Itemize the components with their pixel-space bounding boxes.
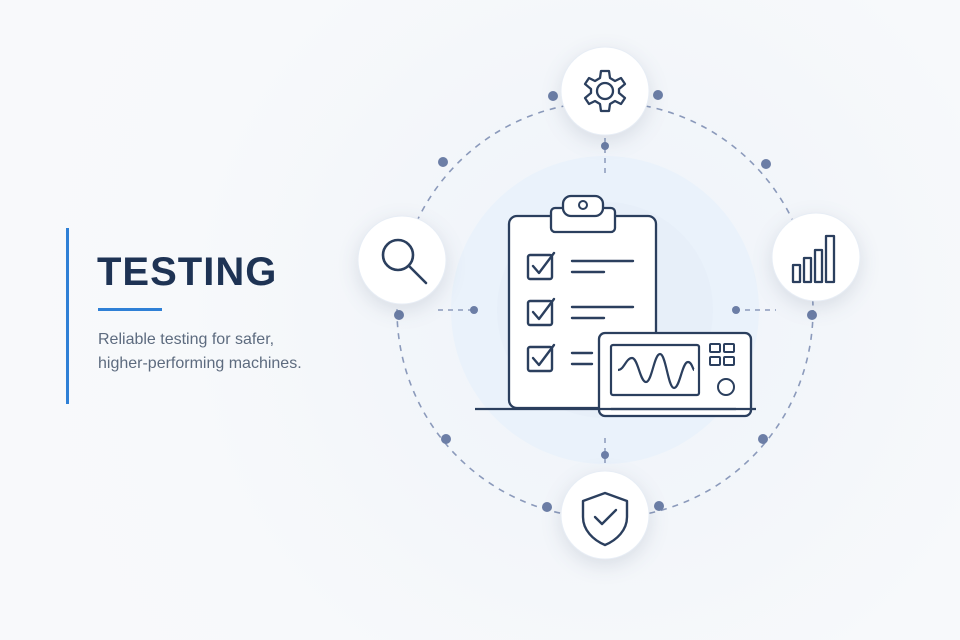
check-mark-2: [531, 297, 556, 321]
tagline: Reliable testing for safer, higher-perfo…: [98, 331, 302, 372]
checkbox-3: [526, 345, 554, 373]
orbit-dot: [441, 434, 451, 444]
oscilloscope-icon: [597, 331, 753, 418]
bar-chart-icon: [791, 234, 836, 284]
checkbox-1: [526, 253, 554, 281]
node-circle: [560, 470, 650, 560]
title-underline: [98, 308, 162, 311]
orbit-dot: [732, 306, 740, 314]
orbit-dot: [470, 306, 478, 314]
node-top: [560, 46, 650, 136]
node-right: [771, 212, 861, 302]
hero-section: TESTING Reliable testing for safer, high…: [66, 228, 366, 404]
orbit-dot: [761, 159, 771, 169]
scope-screen: [609, 343, 701, 397]
checkbox-2: [526, 299, 554, 327]
magnifier-icon: [381, 238, 428, 285]
scope-button: [709, 356, 721, 366]
orbit-dot: [394, 310, 404, 320]
scope-button: [723, 356, 735, 366]
gear-icon: [583, 69, 627, 113]
orbit-dot: [653, 90, 663, 100]
check-mark-1: [531, 251, 556, 275]
orbit-dot: [601, 451, 609, 459]
clipboard-clip-top: [561, 194, 605, 218]
page-title: TESTING: [97, 250, 278, 294]
orbit-dot: [548, 91, 558, 101]
node-bottom: [560, 470, 650, 560]
orbit-dot: [601, 142, 609, 150]
scope-waveform: [617, 352, 696, 390]
scope-button: [709, 343, 721, 353]
check-mark-3: [531, 343, 556, 367]
clip-hole: [578, 200, 588, 210]
scope-knob: [717, 378, 735, 396]
node-circle: [357, 215, 447, 305]
orbit-dot: [758, 434, 768, 444]
node-circle: [560, 46, 650, 136]
orbit-dot: [542, 502, 552, 512]
orbit-dot: [807, 310, 817, 320]
orbit-dot: [438, 157, 448, 167]
orbit-dots: [394, 90, 817, 512]
accent-bar: [66, 228, 69, 404]
orbit-dot: [654, 501, 664, 511]
node-left: [357, 215, 447, 305]
shield-check-icon: [581, 491, 629, 547]
scope-buttons: [709, 343, 735, 396]
scope-button: [723, 343, 735, 353]
